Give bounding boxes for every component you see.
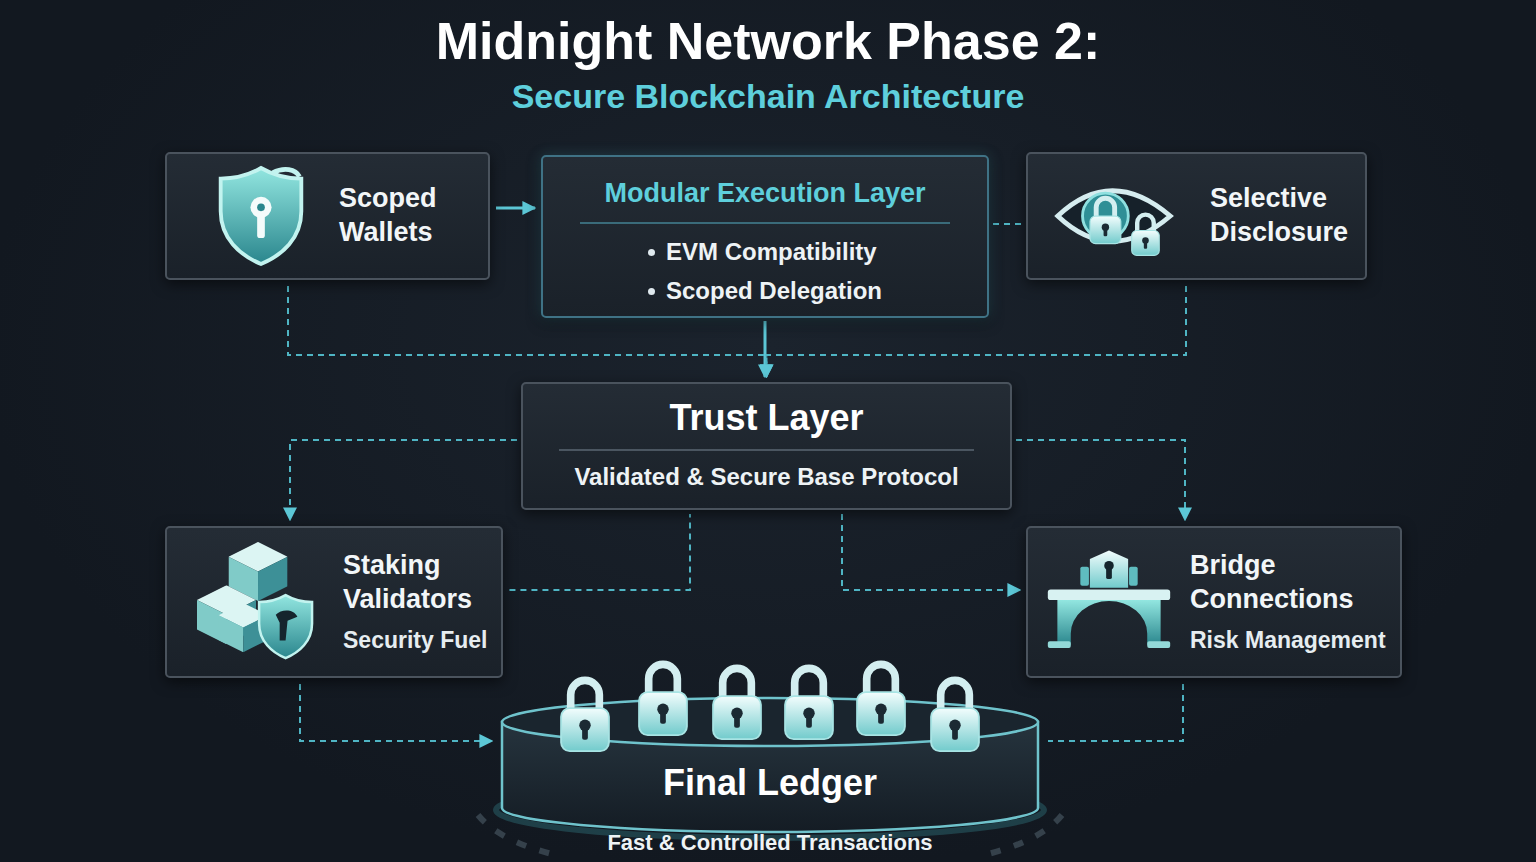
bullet-row: EVM Compatibility <box>648 238 877 267</box>
bullet-row: Scoped Delegation <box>648 277 882 306</box>
lock-icon <box>785 668 833 739</box>
icon-graphic <box>221 168 302 264</box>
text-column: Scoped Wallets <box>339 182 437 250</box>
box-subtitle: Security Fuel <box>343 627 487 655</box>
icon-graphic <box>1058 191 1171 256</box>
lock-icon <box>713 668 761 739</box>
ledger-cylinder: Final LedgerFast & Controlled Transactio… <box>496 648 1044 858</box>
ledger-caption: Fast & Controlled Transactions <box>607 830 932 856</box>
lock-icon <box>857 664 905 735</box>
diagram-title: Midnight Network Phase 2: <box>436 10 1101 72</box>
flow-arrow <box>496 207 535 210</box>
layer-title: Modular Execution Layer <box>604 177 925 209</box>
dashed-connector <box>290 440 517 520</box>
box-title: Selective Disclosure <box>1210 182 1348 250</box>
title-rule <box>190 64 385 66</box>
text-column: Selective Disclosure <box>1210 182 1348 250</box>
dashed-connector <box>1048 684 1183 741</box>
box-title: Staking Validators <box>343 549 472 617</box>
divider-rule <box>580 222 950 224</box>
layer-title: Trust Layer <box>669 396 863 439</box>
component-box: Scoped Wallets <box>165 152 490 280</box>
box-subtitle: Risk Management <box>1190 627 1386 655</box>
layer-subtitle: Validated & Secure Base Protocol <box>574 463 958 492</box>
dashed-connector <box>842 514 1020 590</box>
node-icon <box>195 538 323 666</box>
node-icon <box>1044 549 1174 655</box>
component-box: Selective Disclosure <box>1026 152 1367 280</box>
bullet-dot <box>648 249 655 256</box>
diagram-subtitle: Secure Blockchain Architecture <box>512 76 1025 117</box>
dashed-connector <box>300 684 492 741</box>
box-title: Bridge Connections <box>1190 549 1354 617</box>
ledger-title: Final Ledger <box>663 762 877 804</box>
bullet-list: EVM CompatibilityScoped Delegation <box>648 238 882 316</box>
header: Midnight Network Phase 2:Secure Blockcha… <box>0 10 1536 117</box>
lock-icon <box>639 664 687 735</box>
title-rule <box>1130 64 1330 66</box>
lock-icon <box>561 680 609 751</box>
component-box: Bridge ConnectionsRisk Management <box>1026 526 1402 678</box>
divider-rule <box>559 449 974 451</box>
node-icon <box>1052 173 1176 259</box>
icon-graphic <box>1048 550 1170 648</box>
text-column: Bridge ConnectionsRisk Management <box>1190 549 1386 654</box>
component-box: Staking ValidatorsSecurity Fuel <box>165 526 503 678</box>
layer-box: Trust LayerValidated & Secure Base Proto… <box>521 382 1012 510</box>
dashed-connector <box>993 223 1022 225</box>
dashed-connector <box>1016 440 1185 520</box>
bullet-text: Scoped Delegation <box>666 277 882 306</box>
bullet-dot <box>648 288 655 295</box>
lock-icon <box>931 680 979 751</box>
text-column: Staking ValidatorsSecurity Fuel <box>343 549 487 654</box>
node-icon <box>213 163 309 269</box>
box-title: Scoped Wallets <box>339 182 437 250</box>
layer-box: Modular Execution LayerEVM Compatibility… <box>541 155 989 318</box>
bullet-text: EVM Compatibility <box>666 238 877 267</box>
dashed-connector <box>509 514 690 590</box>
icon-graphic <box>197 542 312 658</box>
